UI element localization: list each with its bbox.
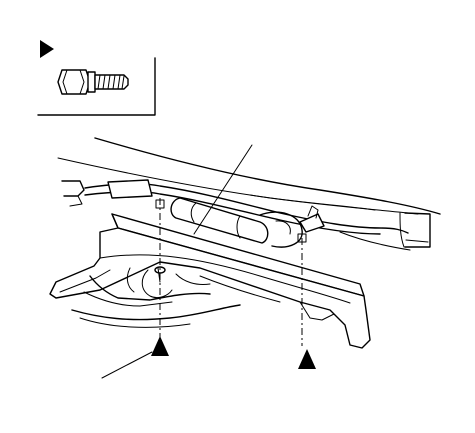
legend-triangle-icon bbox=[40, 40, 54, 58]
flange-bolt-icon bbox=[57, 69, 129, 95]
callout-leaders bbox=[101, 144, 253, 379]
legend bbox=[37, 40, 156, 116]
cable-harness bbox=[84, 179, 411, 251]
lower-structure bbox=[71, 266, 281, 328]
alignment-lines bbox=[159, 198, 303, 346]
vehicle-body-outline bbox=[57, 137, 441, 248]
canister-component bbox=[170, 197, 303, 248]
bolt-marker-right-icon bbox=[298, 349, 316, 369]
bolt-marker-left-icon bbox=[151, 336, 169, 356]
legend-box-frame bbox=[37, 57, 156, 116]
bolt-heads bbox=[155, 199, 307, 243]
under-cover-panel bbox=[49, 213, 371, 349]
